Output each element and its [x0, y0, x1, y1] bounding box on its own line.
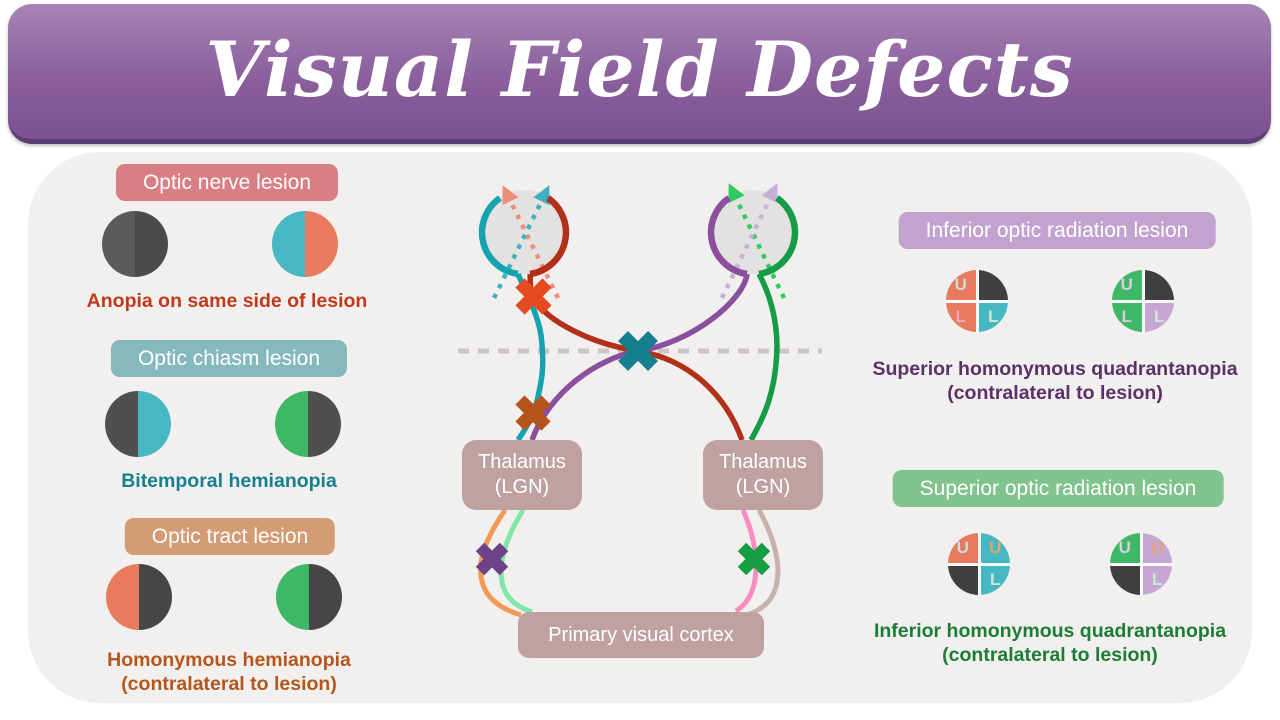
left-eye-temporal-retina-arc [478, 195, 519, 278]
optic-chiasm-lesion-label: Optic chiasm lesion [110, 340, 348, 377]
optic-tract-lesion-x-marker [515, 395, 551, 431]
caption-line: Inferior homonymous quadrantanopia [873, 620, 1227, 642]
right-eye-temporal-field-arrow [728, 183, 787, 299]
thalamus-label-line2: (LGN) [494, 476, 550, 498]
right-optic-radiation-outer-line [747, 508, 781, 618]
thalamus-lgn-left-box: Thalamus (LGN) [462, 440, 582, 510]
quadrant-letter: U [1118, 537, 1131, 557]
inferior-optic-radiation-lesion-label: Inferior optic radiation lesion [898, 212, 1216, 249]
quadrant-letter: U [989, 537, 1002, 557]
right-eye [711, 190, 795, 274]
superior-radiation-field-circle-right: U U L [1110, 533, 1172, 595]
right-temporal-fiber-line [748, 272, 780, 442]
quadrant-letter: U [1120, 274, 1133, 294]
thalamus-label-line1: Thalamus [719, 451, 807, 473]
superior-optic-radiation-lesion-label: Superior optic radiation lesion [892, 470, 1224, 507]
inferior-radiation-field-circle-left: U L L [946, 270, 1008, 332]
quadrant-letter: L [990, 570, 1001, 590]
left-eye-temporal-field-arrow [491, 185, 550, 299]
caption-line: (contralateral to lesion) [947, 382, 1163, 404]
caption-line: Homonymous hemianopia [107, 649, 351, 671]
left-eye-nasal-field-arrow [502, 185, 561, 299]
thalamus-label-line2: (LGN) [735, 476, 791, 498]
optic-nerve-lesion-label: Optic nerve lesion [115, 164, 339, 201]
right-eye-temporal-retina-arc [758, 195, 799, 278]
quadrant-letter: L [1154, 307, 1165, 327]
optic-nerve-caption: Anopia on same side of lesion [87, 289, 368, 313]
caption-line: Bitemporal hemianopia [121, 470, 337, 492]
superior-radiation-lesion-x-marker [737, 542, 771, 576]
page-title: Visual Field Defects [205, 25, 1074, 114]
optic-tract-field-circle-left [106, 564, 172, 630]
optic-tract-lesion-label: Optic tract lesion [124, 518, 336, 555]
quadrant-letter: U [1151, 537, 1164, 557]
left-optic-radiation-inner-line [498, 508, 533, 615]
quadrant-letter: L [1121, 307, 1132, 327]
optic-nerve-field-circle-left [102, 211, 168, 277]
superior-radiation-field-circle-left: U U L [948, 533, 1010, 595]
right-eye-nasal-field-arrow [719, 183, 778, 299]
optic-tract-field-circle-right [276, 564, 342, 630]
optic-chiasm-caption: Bitemporal hemianopia [121, 469, 337, 493]
quadrant-letter: L [1152, 570, 1163, 590]
optic-chiasm-field-circle-right [275, 391, 341, 457]
caption-line: Anopia on same side of lesion [86, 290, 368, 312]
optic-nerve-field-circle-right [272, 211, 338, 277]
caption-line: Superior homonymous quadrantanopia [872, 358, 1238, 380]
thalamus-lgn-right-box: Thalamus (LGN) [703, 440, 823, 510]
right-eye-nasal-retina-arc [707, 195, 748, 278]
lower-left-quadrant: L [946, 302, 976, 332]
title-banner: Visual Field Defects [8, 4, 1271, 144]
inferior-radiation-lesion-x-marker [475, 542, 509, 576]
caption-line: (contralateral to lesion) [121, 673, 337, 695]
inferior-radiation-field-circle-right: U L L [1112, 270, 1174, 332]
primary-visual-cortex-box: Primary visual cortex [518, 612, 764, 658]
quadrant-letter: U [954, 274, 967, 294]
optic-nerve-lesion-x-marker [515, 278, 552, 315]
left-eye-nasal-retina-arc [529, 195, 570, 278]
upper-left-quadrant: U [948, 533, 978, 563]
superior-radiation-caption: Inferior homonymous quadrantanopia (cont… [874, 619, 1226, 667]
thalamus-label-line1: Thalamus [478, 451, 566, 473]
optic-chiasm-lesion-x-marker [618, 331, 658, 371]
caption-line: (contralateral to lesion) [942, 644, 1158, 666]
quadrant-letter: L [955, 307, 966, 327]
optic-tract-caption: Homonymous hemianopia (contralateral to … [107, 648, 351, 696]
quadrant-letter: L [988, 307, 999, 327]
left-eye [482, 190, 566, 274]
optic-chiasm-field-circle-left [105, 391, 171, 457]
inferior-radiation-caption: Superior homonymous quadrantanopia (cont… [872, 357, 1237, 405]
quadrant-letter: U [956, 537, 969, 557]
